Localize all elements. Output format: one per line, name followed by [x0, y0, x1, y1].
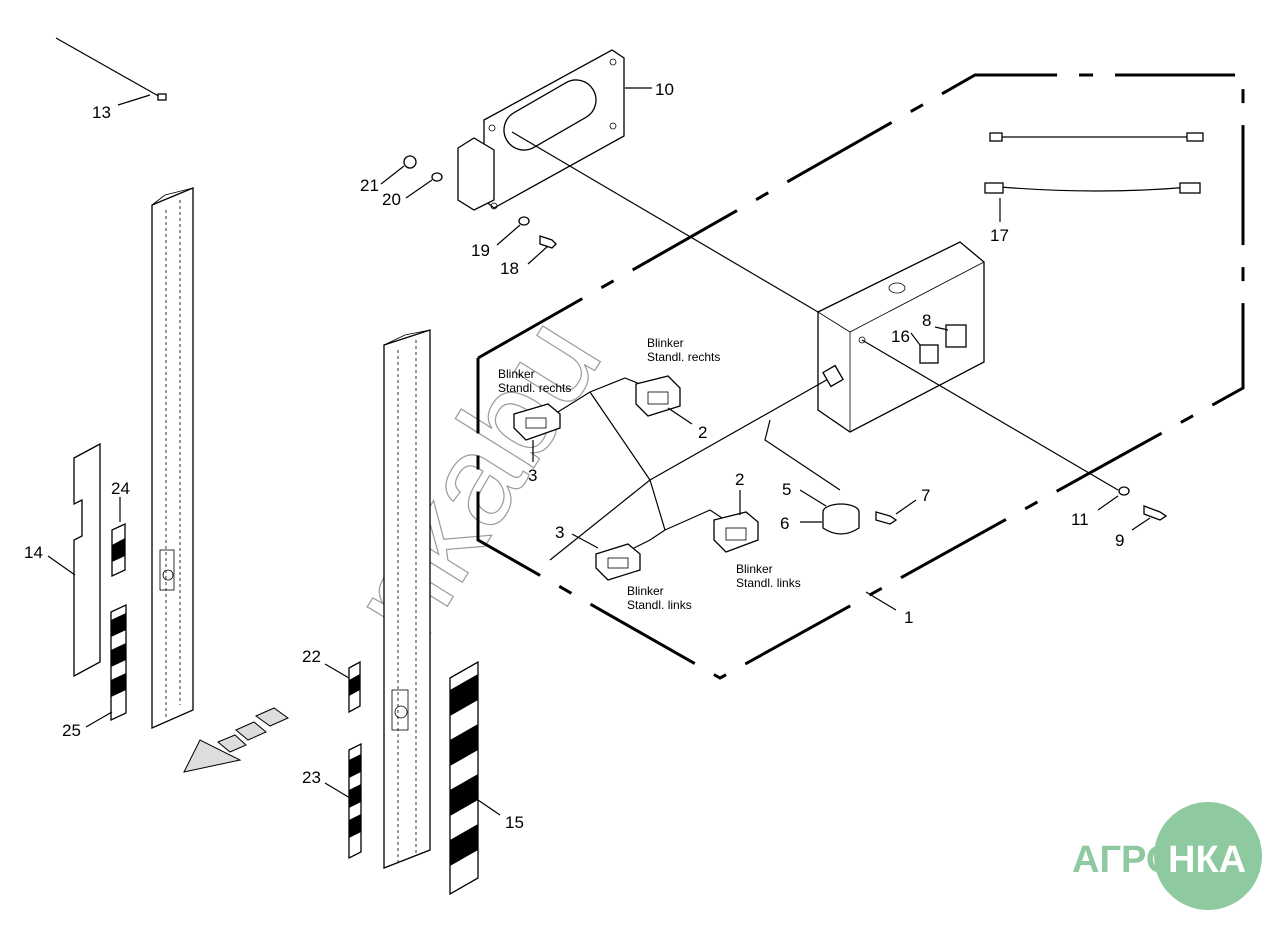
- logo-right-text: НКА: [1168, 839, 1246, 881]
- label-blinker-rechts-left-1: Blinker: [498, 367, 535, 381]
- post-left: [151, 187, 194, 729]
- warning-sticker-25: [85, 603, 127, 728]
- callout-24: 24: [111, 479, 130, 498]
- outline-sticker-14: [73, 442, 101, 678]
- label-blinker-rechts-left-2: Standl. rechts: [498, 381, 571, 395]
- warning-board-15: [449, 660, 501, 896]
- screw-7: [875, 499, 917, 525]
- callout-8: 8: [922, 311, 931, 330]
- callout-3-upper: 3: [528, 466, 537, 485]
- label-blinker-links-left-1: Blinker: [627, 584, 664, 598]
- callout-18: 18: [500, 259, 519, 278]
- callout-2-upper: 2: [698, 423, 707, 442]
- callout-21: 21: [360, 176, 379, 195]
- callout-2-lower: 2: [735, 470, 744, 489]
- label-blinker-rechts-upper-1: Blinker: [647, 336, 684, 350]
- bracket-plate-10: [457, 49, 652, 211]
- post-right: [383, 329, 431, 869]
- callout-9: 9: [1115, 531, 1124, 550]
- control-box: [817, 241, 985, 433]
- connector-2-lower: [713, 490, 759, 553]
- assembly-boundary: [476, 73, 1245, 680]
- warning-sticker-24: [111, 497, 126, 578]
- callout-5: 5: [782, 480, 791, 499]
- label-blinker-links-left-2: Standl. links: [627, 598, 692, 612]
- callout-1: 1: [904, 608, 913, 627]
- warning-sticker-22: [324, 660, 361, 714]
- connector-3-lower: [571, 533, 641, 581]
- label-blinker-links-right-1: Blinker: [736, 562, 773, 576]
- label-blinker-rechts-upper-2: Standl. rechts: [647, 350, 720, 364]
- callout-3-lower: 3: [555, 523, 564, 542]
- callout-11: 11: [1071, 510, 1089, 529]
- wiring-harness: [544, 364, 844, 561]
- hardware-18-21: [380, 155, 557, 265]
- connector-2-upper: [635, 375, 693, 425]
- callout-14: 14: [24, 543, 43, 562]
- buzzer-5-6: [799, 489, 860, 535]
- logo-left-text: АГРО: [1072, 839, 1175, 881]
- callout-16: 16: [891, 327, 910, 346]
- callout-25: 25: [62, 721, 81, 740]
- cable-17: [984, 132, 1204, 222]
- callout-19: 19: [471, 241, 490, 260]
- callout-6: 6: [780, 514, 789, 533]
- washer-11-screw-9: [1097, 486, 1168, 531]
- agronka-logo: АГРО НКА: [1072, 802, 1262, 910]
- callout-10: 10: [655, 80, 674, 99]
- callout-17: 17: [990, 226, 1009, 245]
- callout-7: 7: [921, 486, 930, 505]
- callout-22: 22: [302, 647, 321, 666]
- watermark: nkabu: [322, 293, 628, 665]
- warning-sticker-23: [324, 742, 362, 860]
- callout-13: 13: [92, 103, 111, 122]
- direction-arrow-graphic: [183, 707, 290, 773]
- cable-tie-13: [55, 37, 167, 106]
- label-blinker-links-right-2: Standl. links: [736, 576, 801, 590]
- callout-15: 15: [505, 813, 524, 832]
- connector-3-upper: [513, 403, 561, 462]
- callout-23: 23: [302, 768, 321, 787]
- callout-20: 20: [382, 190, 401, 209]
